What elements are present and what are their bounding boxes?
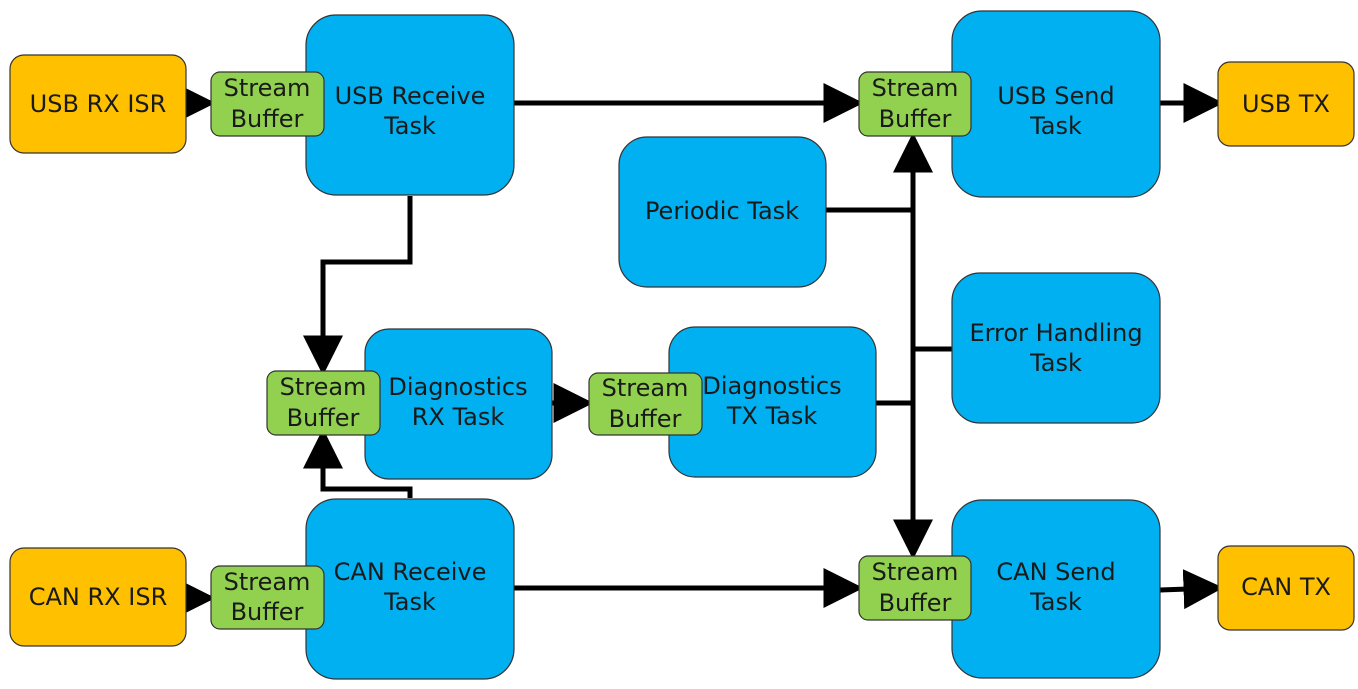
can-rx-stream-buffer-label-line1: Stream bbox=[224, 568, 311, 596]
can-receive-task-label-line2: Task bbox=[383, 588, 436, 616]
can-rx-stream-buffer: Stream Buffer bbox=[210, 565, 325, 630]
error-handling-task-label-line2: Task bbox=[1029, 349, 1082, 377]
usb-tx-node: USB TX bbox=[1217, 61, 1355, 147]
diagnostics-rx-stream-buffer: Stream Buffer bbox=[266, 370, 381, 436]
diagnostics-tx-task-label-line2: TX Task bbox=[726, 402, 818, 430]
diagnostics-tx-stream-buffer-label-line2: Buffer bbox=[609, 405, 682, 433]
can-rx-isr-label: CAN RX ISR bbox=[29, 583, 168, 611]
can-receive-task-node: CAN Receive Task bbox=[305, 498, 515, 680]
usb-receive-task-node: USB Receive Task bbox=[305, 14, 515, 196]
can-tx-stream-buffer-label-line2: Buffer bbox=[879, 589, 952, 617]
can-tx-label: CAN TX bbox=[1241, 573, 1331, 601]
periodic-task-label: Periodic Task bbox=[645, 197, 799, 225]
can-send-task-node: CAN Send Task bbox=[951, 499, 1161, 679]
usb-rx-stream-buffer-label-line2: Buffer bbox=[231, 105, 304, 133]
usb-tx-stream-buffer-label-line1: Stream bbox=[872, 74, 959, 102]
can-send-task-label-line1: CAN Send bbox=[996, 558, 1115, 586]
diagnostics-rx-task-node: Diagnostics RX Task bbox=[364, 328, 553, 480]
can-rx-isr-node: CAN RX ISR bbox=[9, 547, 187, 647]
diagnostics-rx-task-label-line2: RX Task bbox=[412, 403, 505, 431]
diagnostics-tx-task-label-line1: Diagnostics bbox=[702, 372, 841, 400]
usb-rx-stream-buffer-label-line1: Stream bbox=[224, 74, 311, 102]
usb-send-task-node: USB Send Task bbox=[951, 10, 1161, 198]
usb-tx-stream-buffer-label-line2: Buffer bbox=[879, 105, 952, 133]
edge-usb-receive-to-diag-buffer bbox=[303, 196, 413, 376]
usb-rx-stream-buffer: Stream Buffer bbox=[210, 71, 325, 137]
usb-receive-task-label-line1: USB Receive bbox=[335, 82, 486, 110]
diagnostics-rx-task-label-line1: Diagnostics bbox=[388, 373, 527, 401]
can-tx-stream-buffer: Stream Buffer bbox=[858, 555, 972, 621]
usb-tx-label: USB TX bbox=[1242, 90, 1330, 118]
usb-send-task-label-line2: Task bbox=[1029, 112, 1082, 140]
usb-send-task-label-line1: USB Send bbox=[997, 82, 1114, 110]
diagnostics-rx-stream-buffer-label-line2: Buffer bbox=[287, 404, 360, 432]
periodic-task-node: Periodic Task bbox=[618, 136, 827, 288]
error-handling-task-label-line1: Error Handling bbox=[969, 319, 1142, 347]
usb-rx-isr-label: USB RX ISR bbox=[30, 90, 167, 118]
edge-can-send-to-can-tx bbox=[1159, 569, 1224, 610]
can-receive-task-label-line1: CAN Receive bbox=[334, 558, 487, 586]
edge-can-receive-to-diag-buffer bbox=[303, 428, 413, 498]
diagnostics-tx-stream-buffer: Stream Buffer bbox=[588, 372, 703, 436]
usb-receive-task-label-line2: Task bbox=[383, 112, 436, 140]
can-send-task-label-line2: Task bbox=[1029, 588, 1082, 616]
can-rx-stream-buffer-label-line2: Buffer bbox=[231, 598, 304, 626]
can-tx-node: CAN TX bbox=[1217, 545, 1355, 631]
usb-rx-isr-node: USB RX ISR bbox=[9, 54, 187, 154]
usb-tx-stream-buffer: Stream Buffer bbox=[858, 71, 972, 137]
diagnostics-rx-stream-buffer-label-line1: Stream bbox=[280, 373, 367, 401]
error-handling-task-node: Error Handling Task bbox=[951, 272, 1161, 424]
diagnostics-tx-stream-buffer-label-line1: Stream bbox=[602, 374, 689, 402]
can-tx-stream-buffer-label-line1: Stream bbox=[872, 558, 959, 586]
